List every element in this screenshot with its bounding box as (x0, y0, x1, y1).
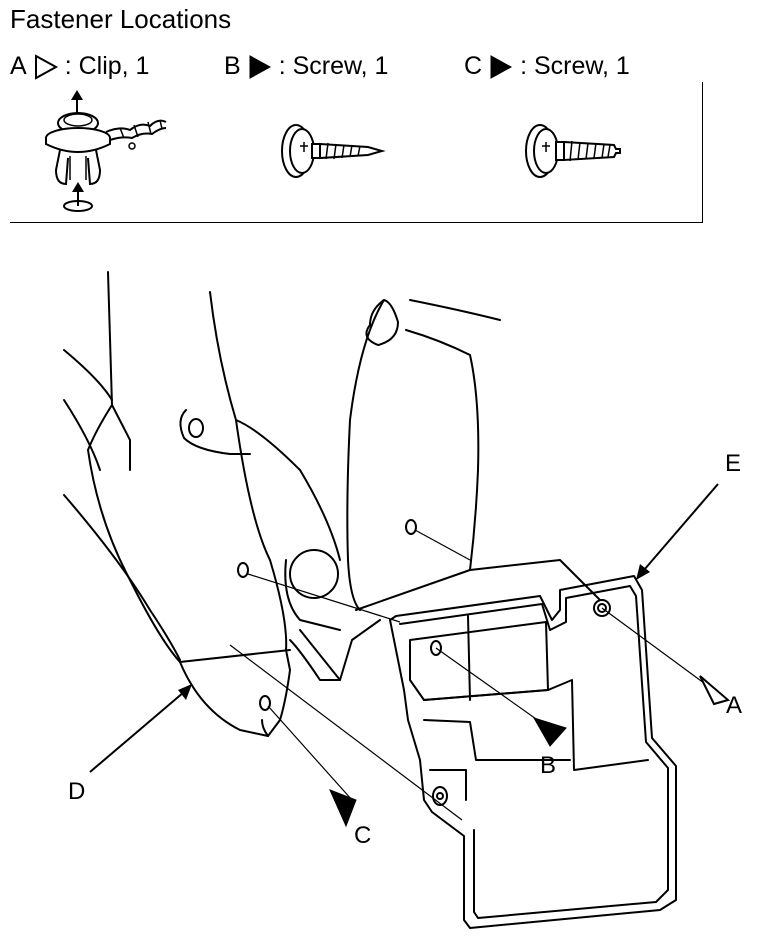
clip-hole-a-inner (597, 603, 607, 613)
clip-marker-a-icon (699, 675, 731, 706)
legend-label-a: : Clip, 1 (64, 52, 150, 80)
body-panel-edge (107, 271, 131, 471)
screw-hole-c (237, 562, 249, 578)
lower-flange (289, 639, 341, 681)
screw-hole-bracket-lower-inner (436, 792, 444, 800)
lower-flange (469, 559, 601, 601)
legend-letter-b: B (224, 52, 241, 80)
arrowhead-d (178, 684, 192, 700)
lower-flange (299, 619, 381, 681)
filled-triangle-icon (249, 54, 271, 79)
rear-panel-edge (365, 299, 399, 346)
splash-guard (389, 575, 677, 929)
splash-guard (423, 615, 549, 701)
screw-hole-upper (405, 519, 417, 535)
rear-panel-edge (405, 329, 480, 571)
screw-marker-b-icon (532, 717, 567, 747)
filled-triangle-icon (490, 54, 513, 79)
clip-hole-a (593, 599, 611, 617)
leader-arrow-d (89, 691, 185, 773)
round-boss-flange (284, 559, 341, 631)
splash-guard (547, 679, 649, 771)
page-title: Fastener Locations (10, 4, 232, 34)
splash-guard (423, 719, 571, 761)
splash-guard (429, 769, 467, 801)
splash-guard (409, 621, 549, 701)
callout-label-d: D (68, 778, 86, 805)
alignment-line (435, 647, 547, 727)
screw-c-illustration (525, 124, 621, 178)
alignment-line (247, 573, 401, 623)
clip-illustration (45, 90, 167, 212)
arrowhead-e (636, 564, 650, 580)
callout-label-b: B (540, 752, 557, 779)
alignment-line (601, 607, 709, 687)
legend-item-c: C : Screw, 1 (464, 52, 630, 81)
fender-panel (179, 649, 291, 663)
lower-flange (355, 569, 471, 611)
alignment-line (414, 529, 471, 561)
alignment-line (267, 705, 353, 801)
open-triangle-icon (34, 53, 58, 80)
legend-item-b: B : Screw, 1 (224, 52, 388, 81)
mounting-tab-hole (188, 418, 204, 438)
fastener-legend: A : Clip, 1 B : Screw, 1 C : Screw, 1 (10, 52, 750, 84)
fender-panel (261, 719, 269, 737)
rear-panel-edge (235, 419, 341, 561)
fastener-illustration-box (10, 82, 703, 223)
round-boss (289, 549, 339, 599)
mounting-tab (179, 409, 251, 455)
splash-guard (399, 585, 669, 919)
screw-hole-bracket-lower (432, 786, 448, 806)
fender-panel (209, 291, 291, 737)
body-panel-edge (87, 404, 269, 737)
callout-label-e: E (725, 450, 742, 477)
rear-panel-edge (409, 299, 501, 321)
screw-b-illustration (281, 124, 386, 178)
legend-label-c: : Screw, 1 (520, 52, 630, 80)
body-contour-line (63, 494, 181, 661)
legend-item-a: A : Clip, 1 (10, 52, 149, 81)
alignment-line (229, 644, 463, 821)
leader-arrow-e (643, 483, 719, 571)
screw-marker-c-icon (329, 789, 357, 828)
body-contour-line (63, 349, 113, 401)
legend-letter-a: A (10, 52, 27, 80)
callout-label-a: A (726, 692, 743, 719)
rear-panel-edge (346, 299, 385, 611)
screw-hole-b (430, 640, 442, 656)
screw-hole-lower (259, 695, 271, 711)
legend-letter-c: C (464, 52, 483, 80)
body-contour-line (63, 399, 101, 471)
legend-label-b: : Screw, 1 (278, 52, 389, 80)
callout-label-c: C (354, 822, 372, 849)
